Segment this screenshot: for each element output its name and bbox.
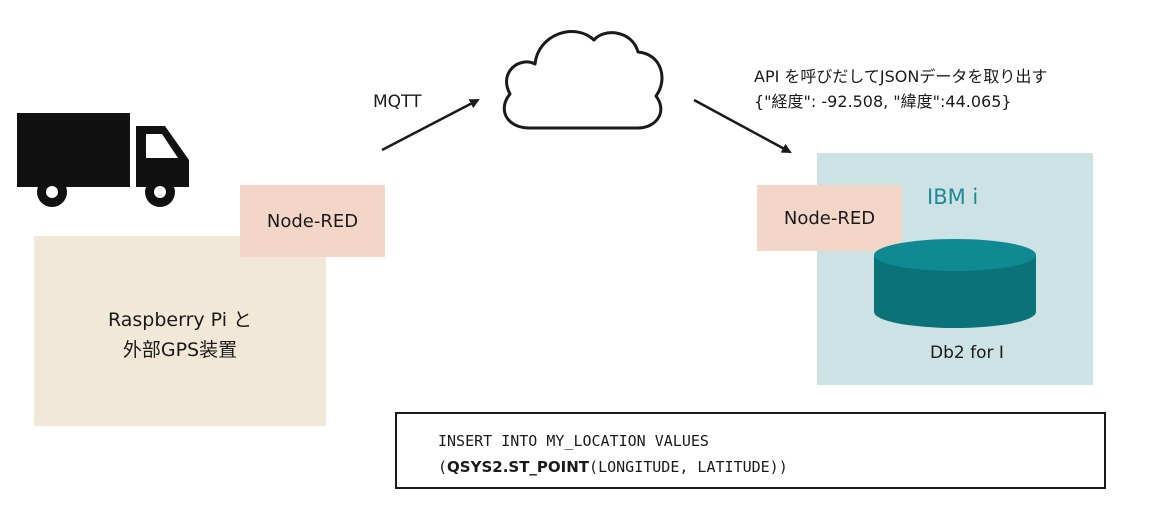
node-red-right-box: Node-RED: [757, 185, 902, 251]
cloud-icon: [502, 30, 664, 130]
raspberry-pi-label: Raspberry Pi と 外部GPS装置: [34, 305, 326, 365]
truck-icon: [17, 113, 189, 207]
mqtt-label: MQTT: [373, 92, 422, 112]
sql-open-paren: (: [438, 458, 448, 476]
ibm-i-label: IBM i: [927, 185, 979, 209]
raspberry-pi-label-line1: Raspberry Pi と: [107, 309, 253, 331]
api-arrow: [693, 98, 792, 154]
sql-function-args: (LONGITUDE, LATITUDE)): [589, 458, 788, 476]
api-description-json: {"経度": -92.508, "緯度":44.065}: [754, 92, 1012, 111]
sql-line-2: (QSYS2.ST_POINT(LONGITUDE, LATITUDE)): [438, 454, 1104, 480]
api-description: API を呼びだしてJSONデータを取り出す {"経度": -92.508, "…: [754, 64, 1047, 114]
sql-line-1: INSERT INTO MY_LOCATION VALUES: [438, 432, 709, 450]
database-icon: [874, 239, 1036, 328]
node-red-left-label: Node-RED: [266, 210, 359, 232]
raspberry-pi-label-line2: 外部GPS装置: [122, 339, 238, 361]
api-description-line1: API を呼びだしてJSONデータを取り出す: [754, 67, 1048, 86]
sql-function-name: QSYS2.ST_POINT: [447, 458, 590, 476]
sql-code-box: INSERT INTO MY_LOCATION VALUES (QSYS2.ST…: [395, 412, 1106, 489]
node-red-right-label: Node-RED: [783, 207, 876, 229]
mqtt-arrow: [381, 98, 480, 152]
raspberry-pi-box: [34, 236, 326, 426]
node-red-left-box: Node-RED: [240, 185, 385, 257]
db2-label: Db2 for I: [930, 343, 1004, 363]
